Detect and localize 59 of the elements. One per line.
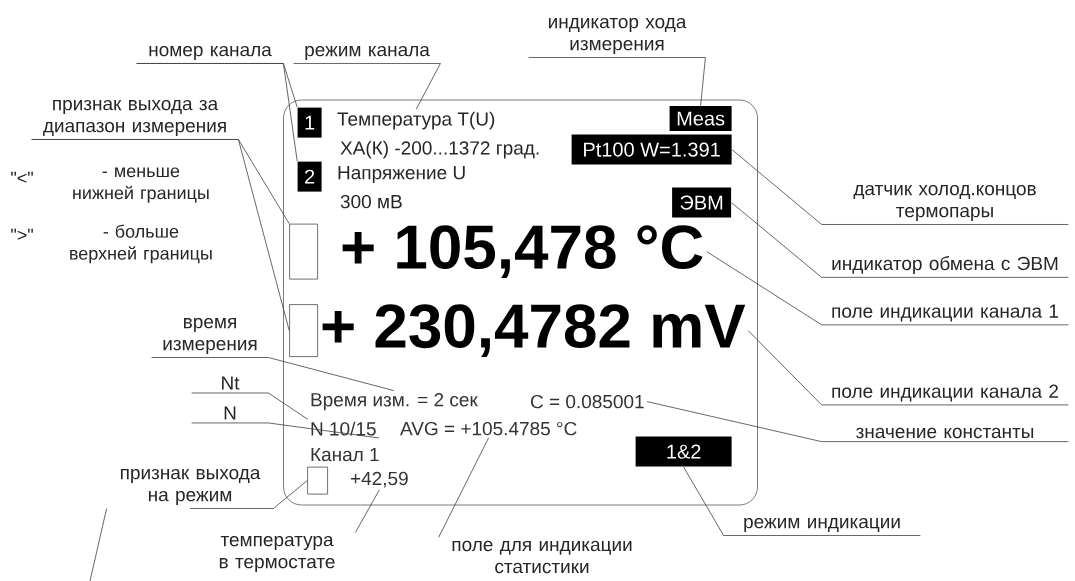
leader-line [189, 480, 308, 509]
leader-line [706, 251, 1069, 326]
display-text: ХА(К) -200...1372 град. [340, 140, 539, 159]
indicator-box: Pt100 W=1.391 [571, 134, 732, 165]
display-text: Канал 1 [311, 448, 379, 462]
status-box [307, 466, 328, 495]
display-text: Температура T(U) [337, 111, 495, 130]
note-text: ">" [11, 228, 33, 240]
indicator-box: 1&2 [635, 436, 732, 467]
leader-line [438, 437, 490, 538]
callout-text: поле индикации канала 1 [832, 304, 1058, 322]
leader-line [528, 57, 706, 107]
callout-text: режим индикации [744, 517, 900, 533]
callout-text: режим канала [305, 45, 430, 61]
callout-text: индикатор хода измерения [548, 17, 687, 55]
indicator-box: ЭВМ [672, 187, 732, 218]
reading-value: + 105,478 °C [342, 225, 703, 279]
display-text: +42,59 [350, 471, 408, 488]
callout-text: датчик холод.концов термопары [853, 184, 1036, 222]
callout-text: Nt [222, 376, 240, 390]
leader-line [191, 392, 308, 420]
leader-line [355, 489, 380, 533]
display-panel [283, 99, 758, 506]
leader-line [31, 139, 290, 331]
leader-line [191, 422, 380, 439]
callout-text: поле для индикации статистики [452, 540, 632, 574]
leader-line [89, 508, 107, 581]
callout-text: температура в термостате [219, 535, 335, 573]
callout-text: признак выхода на режим [120, 468, 261, 506]
display-text: N 10/15 [311, 421, 376, 436]
callout-text: время измерения [163, 317, 257, 355]
leader-line [293, 63, 441, 110]
note-text: "<" [11, 171, 33, 183]
note-text: - больше верхней границы [70, 224, 212, 264]
callout-text: поле индикации канала 2 [832, 384, 1058, 402]
leader-line [646, 401, 1069, 442]
indicator-box: Meas [669, 106, 732, 132]
note-text: - меньше нижней границы [73, 167, 209, 203]
leader-line [747, 330, 1069, 406]
leader-line [151, 357, 395, 391]
callout-text: номер канала [149, 45, 272, 61]
display-text: 300 мВ [340, 194, 402, 209]
display-text: Напряжение U [338, 166, 465, 184]
leader-line [731, 149, 1069, 225]
leader-line [683, 466, 921, 536]
display-text: Время изм. = 2 сек [311, 393, 478, 411]
leader-line [136, 63, 298, 162]
display-text: C = 0.085001 [530, 394, 644, 409]
callout-text: N [224, 406, 236, 420]
callout-text: признак выхода за диапазон измерения [43, 99, 226, 137]
status-box [289, 223, 318, 280]
indicator-box: 2 [297, 161, 322, 192]
callout-text: индикатор обмена с ЭВМ [832, 256, 1058, 274]
display-text: AVG = +105.4785 °C [400, 421, 577, 436]
callout-text: значение константы [856, 427, 1034, 439]
reading-value: + 230,4782 mV [322, 304, 746, 358]
status-box [289, 304, 318, 357]
leader-line [731, 202, 1069, 278]
indicator-box: 1 [297, 107, 322, 138]
